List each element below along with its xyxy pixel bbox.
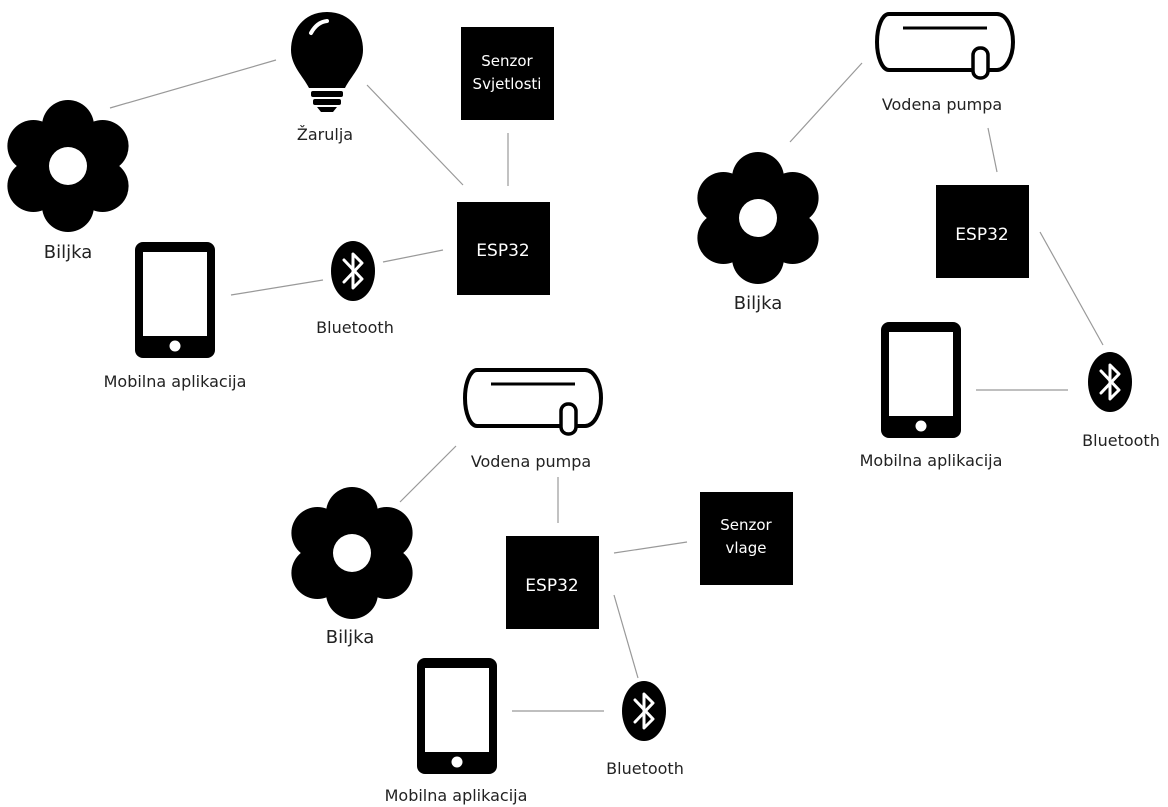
diagram-pump-humidity: Vodena pumpa Biljka ESP32 Senzor vlage M… <box>291 368 793 805</box>
connector-esp-bluetooth <box>382 249 444 263</box>
esp32-label: ESP32 <box>955 225 1008 245</box>
bulb-label: Žarulja <box>297 125 353 144</box>
bluetooth-label: Bluetooth <box>316 318 394 337</box>
connector-plant-pump <box>399 445 457 503</box>
bluetooth-icon <box>620 679 668 743</box>
diagram-light: Biljka Žarulja Senzor Svjetlosti ESP32 B… <box>7 12 554 391</box>
light-sensor-label-line1: Senzor <box>481 52 533 70</box>
esp32-label: ESP32 <box>525 576 578 596</box>
plant-label: Biljka <box>734 293 783 314</box>
flower-icon <box>697 152 819 284</box>
connector-esp-bluetooth <box>613 594 639 679</box>
phone-icon <box>417 658 497 774</box>
connectors <box>109 59 509 296</box>
plant-label: Biljka <box>326 627 375 648</box>
phone-label: Mobilna aplikacija <box>385 786 528 805</box>
connector-esp-bluetooth <box>1039 231 1104 346</box>
flower-icon <box>291 487 413 619</box>
diagram-pump-basic: Vodena pumpa ESP32 Biljka Mobilna aplika… <box>697 12 1160 470</box>
plant-label: Biljka <box>44 242 93 263</box>
esp32-box <box>936 185 1029 278</box>
flower-icon <box>7 100 129 232</box>
connector-bulb-esp <box>366 84 464 186</box>
phone-icon <box>881 322 961 438</box>
esp32-box <box>506 536 599 629</box>
bluetooth-icon <box>1086 350 1134 414</box>
bluetooth-label: Bluetooth <box>1082 431 1160 450</box>
pump-label: Vodena pumpa <box>882 95 1002 114</box>
connector-bluetooth-phone <box>230 279 324 296</box>
connector-pump-esp <box>987 127 998 173</box>
humidity-sensor-box <box>700 492 793 585</box>
light-sensor-box <box>461 27 554 120</box>
phone-icon <box>135 242 215 358</box>
esp32-label: ESP32 <box>476 241 529 261</box>
pump-label: Vodena pumpa <box>471 452 591 471</box>
water-pump-icon <box>463 368 603 436</box>
bluetooth-icon <box>329 239 377 303</box>
bluetooth-label: Bluetooth <box>606 759 684 778</box>
connector-plant-pump <box>789 62 863 143</box>
water-pump-icon <box>875 12 1015 80</box>
connector-plant-bulb <box>109 59 277 109</box>
connectors <box>789 62 1104 391</box>
esp32-box <box>457 202 550 295</box>
humidity-sensor-label-line2: vlage <box>726 539 767 557</box>
light-sensor-label-line2: Svjetlosti <box>473 75 542 93</box>
light-bulb-icon <box>291 12 363 112</box>
phone-label: Mobilna aplikacija <box>104 372 247 391</box>
humidity-sensor-label-line1: Senzor <box>720 516 772 534</box>
connectors <box>399 445 688 712</box>
connector-esp-sensor <box>613 541 688 554</box>
phone-label: Mobilna aplikacija <box>860 451 1003 470</box>
